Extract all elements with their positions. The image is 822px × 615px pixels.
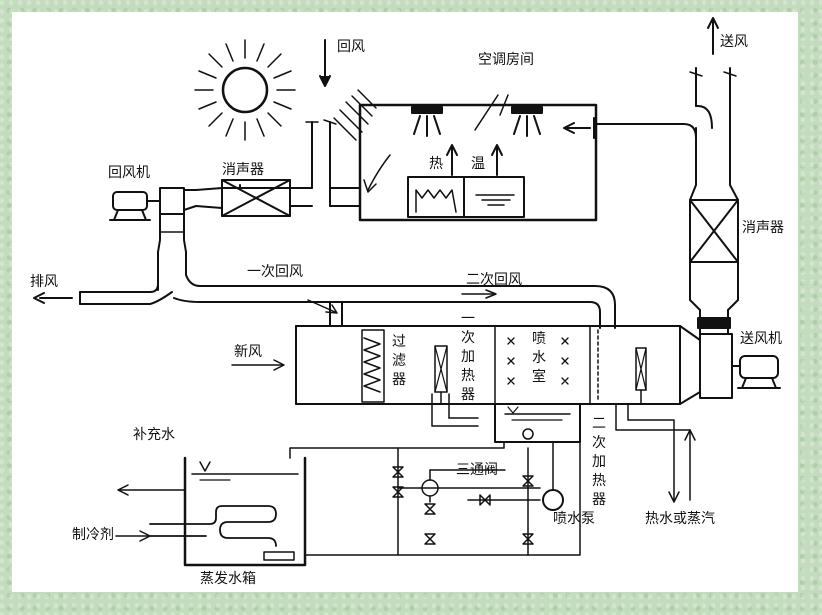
hot-water-pipes [615,403,696,503]
primary-return-duct [173,274,616,329]
room-heat-source [407,144,465,218]
evaporator-tank [115,456,307,567]
secondary-heater-label: 二次加热器 [592,416,606,508]
water-piping [289,441,581,556]
makeup-water-label: 补充水 [133,427,175,443]
exhaust-duct [33,283,173,305]
right-silencer-label: 消声器 [742,220,784,236]
air-handling-unit [231,325,701,443]
secondary-return-label: 二次回风 [466,272,522,288]
return-air-label: 回风 [337,39,365,55]
room-humidity-source [463,144,525,218]
return-air-arrow [319,39,331,87]
top-silencer-label: 消声器 [222,162,264,178]
supply-duct [593,17,739,335]
primary-return-label: 一次回风 [247,264,303,280]
spray-pump-label: 喷水泵 [553,511,595,527]
diffuser-icon [511,106,543,137]
supply-fan-label: 送风机 [740,331,782,347]
supply-fan [699,333,781,399]
sun-icon [194,39,296,141]
return-fan-label: 回风机 [108,165,150,181]
ac-room-label: 空调房间 [478,52,534,68]
spray-nozzles [507,337,569,385]
supply-air-label: 送风 [720,34,748,50]
filter-label: 过滤器 [392,334,406,388]
fresh-air-label: 新风 [234,344,262,360]
valve-icon [392,466,534,545]
three-way-valve-label: 三通阀 [456,462,498,478]
spray-chamber-label: 喷水室 [532,331,546,385]
sunlight-rays [333,89,377,141]
temp-label: 温 [471,156,485,172]
evaporator-tank-label: 蒸发水箱 [200,571,256,587]
primary-heater-label: 一次加热器 [461,311,475,403]
top-silencer [195,179,313,217]
exhaust-label: 排风 [30,274,58,290]
return-fan [109,187,197,291]
heat-label: 热 [429,156,443,172]
hot-water-steam-label: 热水或蒸汽 [645,511,715,527]
diffuser-icon [411,106,443,137]
refrigerant-label: 制冷剂 [72,527,114,543]
ac-room [358,94,598,222]
